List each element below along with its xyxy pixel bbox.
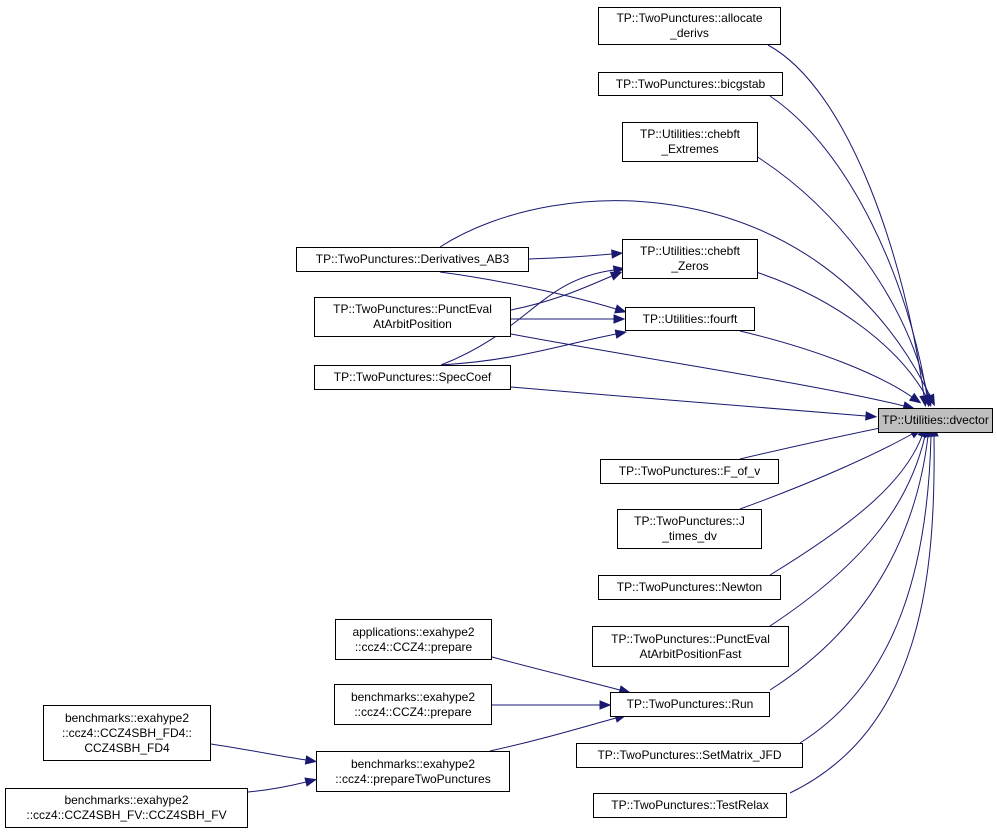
node-chebft-extremes[interactable]: TP::Utilities::chebft _Extremes [622,122,758,162]
node-bench-prepare-line1: benchmarks::exahype2 [350,689,476,704]
edge-punct_eval-to-chebft_zeros [510,271,623,311]
node-testrelax-line1: TP::TwoPunctures::TestRelax [611,798,769,812]
node-allocate-derivs[interactable]: TP::TwoPunctures::allocate _derivs [598,7,781,45]
node-newton[interactable]: TP::TwoPunctures::Newton [598,575,781,600]
node-allocate-derivs-line1: TP::TwoPunctures::allocate [616,11,763,25]
node-bench-fd4-line3: CCZ4SBH_FD4 [84,740,170,755]
node-setmatrix-jfd[interactable]: TP::TwoPunctures::SetMatrix_JFD [576,743,803,768]
node-derivatives-ab3-line1: TP::TwoPunctures::Derivatives_AB3 [315,252,510,266]
node-speccoef[interactable]: TP::TwoPunctures::SpecCoef [314,365,511,390]
node-dvector-line1: TP::Utilities::dvector [882,413,989,427]
edge-setmatrix_jfd-to-dvector [799,424,936,744]
edge-newton-to-dvector [769,425,927,576]
arrowhead-icon [925,393,935,407]
arrowhead-icon [612,265,626,275]
node-punct-eval-line1: TP::TwoPunctures::PunctEval [333,302,492,316]
edge-punct_eval-to-dvector [510,333,916,411]
node-bench-fv-line2: ::ccz4::CCZ4SBH_FV::CCZ4SBH_FV [26,808,227,822]
edge-fourft-to-dvector [739,330,922,404]
node-j-times-dv[interactable]: TP::TwoPunctures::J _times_dv [617,509,762,549]
edge-punct_eval_fast-to-dvector [769,424,930,627]
node-benchmarks-ccz4sbh-fv[interactable]: benchmarks::exahype2 ::ccz4::CCZ4SBH_FV:… [5,788,248,828]
edge-bench_fv-to-bench_prepare_tp [247,777,318,793]
edge-bicgstab-to-dvector [769,95,932,408]
arrowhead-icon [614,329,628,339]
node-bench-fd4-line2: ::ccz4::CCZ4SBH_FD4:: [61,725,193,740]
node-j-times-dv-line2: _times_dv [662,529,717,543]
node-bench-fv-line1: benchmarks::exahype2 [64,793,189,807]
node-applications-ccz4-prepare[interactable]: applications::exahype2 ::ccz4::CCZ4::pre… [335,619,492,660]
arrowhead-icon [613,314,626,324]
node-newton-line1: TP::TwoPunctures::Newton [616,580,763,594]
node-chebft-zeros-line1: TP::Utilities::chebft [639,244,741,258]
node-bicgstab-line1: TP::TwoPunctures::bicgstab [615,76,766,91]
edge-bench_fd4-to-bench_prepare_tp [210,743,318,765]
node-benchmarks-prepare-two-punctures[interactable]: benchmarks::exahype2 ::ccz4::prepareTwoP… [316,751,510,792]
node-punct-eval-at-arbit-position[interactable]: TP::TwoPunctures::PunctEval AtArbitPosit… [314,297,511,337]
edge-speccoef-to-chebft_zeros [440,265,626,366]
node-bench-prepare-tp-line2: ::ccz4::prepareTwoPunctures [335,771,491,786]
edge-derivatives_ab3-to-dvector [439,200,935,407]
node-chebft-zeros[interactable]: TP::Utilities::chebft _Zeros [622,239,758,279]
node-chebft-extremes-line2: _Extremes [661,142,719,156]
arrowhead-icon [599,700,612,710]
node-fourft-line1: TP::Utilities::fourft [642,311,738,326]
node-bicgstab[interactable]: TP::TwoPunctures::bicgstab [598,72,783,96]
node-setmatrix-jfd-line1: TP::TwoPunctures::SetMatrix_JFD [597,748,782,762]
node-benchmarks-ccz4-prepare[interactable]: benchmarks::exahype2 ::ccz4::CCZ4::prepa… [334,684,492,725]
edge-punct_eval-to-fourft [510,314,626,324]
edge-chebft_zeros-to-dvector [755,271,932,406]
edge-derivatives_ab3-to-chebft_zeros [528,249,624,260]
node-testrelax[interactable]: TP::TwoPunctures::TestRelax [593,793,787,818]
edge-apps_prepare-to-run [491,656,631,695]
node-apps-prepare-line1: applications::exahype2 [352,624,475,639]
node-chebft-extremes-line1: TP::Utilities::chebft [639,127,741,141]
node-run[interactable]: TP::TwoPunctures::Run [610,692,770,717]
node-punct-eval-fast-line2: AtArbitPositionFast [639,646,742,661]
edge-speccoef-to-dvector [510,386,878,421]
node-punct-eval-line2: AtArbitPosition [373,317,452,331]
edge-speccoef-to-fourft [440,329,628,366]
node-apps-prepare-line2: ::ccz4::CCZ4::prepare [354,639,473,654]
node-speccoef-line1: TP::TwoPunctures::SpecCoef [333,370,492,384]
node-fourft[interactable]: TP::Utilities::fourft [625,307,755,331]
arrowhead-icon [304,755,318,765]
node-punct-eval-at-arbit-position-fast[interactable]: TP::TwoPunctures::PunctEval AtArbitPosit… [592,626,789,667]
node-bench-fd4-line1: benchmarks::exahype2 [64,710,190,725]
node-run-line1: TP::TwoPunctures::Run [626,697,754,711]
node-f-of-v[interactable]: TP::TwoPunctures::F_of_v [600,459,779,484]
node-derivatives-ab3[interactable]: TP::TwoPunctures::Derivatives_AB3 [296,247,529,272]
node-chebft-zeros-line2: _Zeros [671,259,709,273]
node-bench-prepare-line2: ::ccz4::CCZ4::prepare [354,704,472,719]
edge-run-to-dvector [769,424,933,691]
node-j-times-dv-line1: TP::TwoPunctures::J [634,514,745,528]
node-bench-prepare-tp-line1: benchmarks::exahype2 [350,756,476,771]
node-allocate-derivs-line2: _derivs [670,26,709,40]
arrowhead-icon [304,777,318,787]
arrowhead-icon [865,411,878,421]
edge-allocate_derivs-to-dvector [767,44,929,408]
arrowhead-icon [611,249,624,259]
arrowhead-icon [614,304,627,314]
node-dvector: TP::Utilities::dvector [878,408,993,433]
node-punct-eval-fast-line1: TP::TwoPunctures::PunctEval [611,631,770,646]
arrowhead-icon [908,392,922,404]
node-benchmarks-ccz4sbh-fd4[interactable]: benchmarks::exahype2 ::ccz4::CCZ4SBH_FD4… [43,705,211,761]
edge-chebft_extremes-to-dvector [755,155,933,408]
edge-derivatives_ab3-to-fourft [439,271,627,314]
node-f-of-v-line1: TP::TwoPunctures::F_of_v [618,464,761,478]
edge-bench_prepare-to-run [492,700,612,710]
